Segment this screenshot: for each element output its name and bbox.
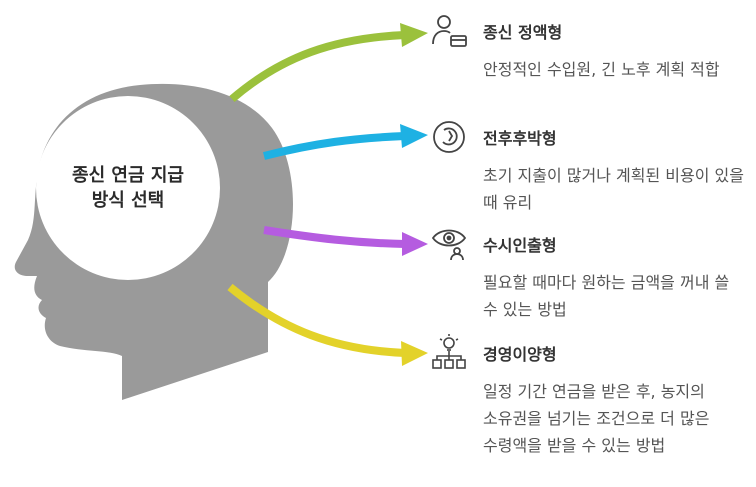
clock-refresh-icon: [433, 121, 465, 153]
people-idea-icon: [432, 334, 466, 369]
option-title: 전후후박형: [483, 129, 557, 148]
option-title: 종신 정액형: [483, 23, 563, 42]
eye-person-icon: [431, 229, 467, 261]
user-card-icon: [432, 15, 467, 47]
center-label: 종신 연금 지급 방식 선택: [60, 163, 196, 213]
head-inner-circle: [36, 96, 220, 280]
option-description: 필요할 때마다 원하는 금액을 꺼내 쓸 수 있는 방법: [483, 273, 730, 319]
arrow-yellow: [227, 283, 428, 366]
center-label-line1: 종신 연금 지급: [72, 165, 184, 186]
arrow-purple: [263, 226, 428, 256]
center-label-line2: 방식 선택: [91, 190, 165, 211]
option-description: 안정적인 수입원, 긴 노후 계획 적합: [483, 60, 720, 79]
option-title: 경영이양형: [483, 345, 557, 364]
option-description: 초기 지출이 많거나 계획된 비용이 있을 때 유리: [483, 166, 744, 212]
arrow-green: [229, 23, 428, 103]
option-description: 일정 기간 연금을 받은 후, 농지의 소유권을 넘기는 조건으로 더 많은 수…: [483, 382, 710, 455]
arrow-blue: [263, 124, 428, 160]
option-title: 수시인출형: [483, 236, 557, 255]
